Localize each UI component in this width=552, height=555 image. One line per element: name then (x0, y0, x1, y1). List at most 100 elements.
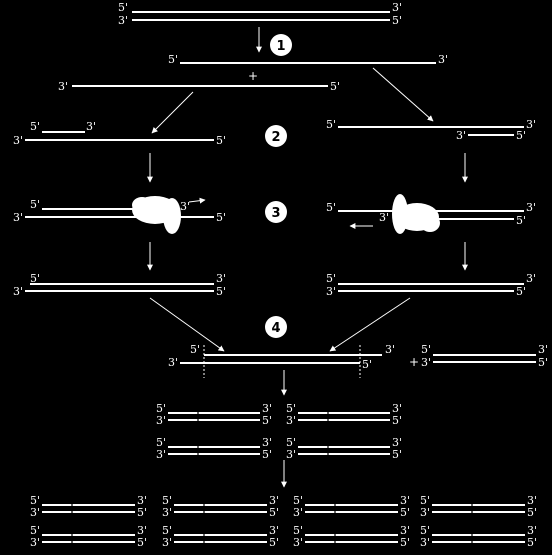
label-3prime: 3' (420, 536, 430, 549)
label-5prime: 5' (420, 524, 430, 537)
step-4-marker: 4 (265, 316, 287, 338)
denatured-strand-top: 5' 3' (168, 53, 448, 66)
label-5prime: 5' (137, 536, 147, 549)
label-5prime: 5' (262, 414, 272, 427)
arrow-diagonal (151, 91, 194, 134)
label-5prime: 5' (527, 536, 537, 549)
amplified-products-cycle-4: 5'3'3'5'5'3'3'5'5'3'3'5'5'3'3'5'5'3'3'5'… (30, 494, 537, 549)
label-3prime: 3' (421, 356, 431, 369)
label-3prime: 3' (438, 53, 448, 66)
amplified-dna-duplex: 5'3'3'5' (162, 494, 279, 519)
label-3prime: 3' (156, 414, 166, 427)
amplified-dna-duplex: 5'3'3'5' (293, 524, 410, 549)
plus-sign: + (248, 69, 258, 83)
label-5prime: 5' (156, 402, 166, 415)
label-3prime: 3' (269, 494, 279, 507)
amplified-dna-duplex: 5'3'3'5' (420, 524, 537, 549)
label-3prime: 3' (286, 414, 296, 427)
label-3prime: 3' (262, 436, 272, 449)
extension-right: 5' 3' 5' 3' (326, 194, 536, 234)
label-5prime: 5' (286, 436, 296, 449)
label-3prime: 3' (180, 200, 190, 213)
label-3prime: 3' (286, 448, 296, 461)
label-3prime: 3' (168, 356, 178, 369)
label-3prime: 3' (156, 448, 166, 461)
label-5prime: 5' (30, 120, 40, 133)
label-5prime: 5' (118, 1, 128, 14)
arrow-diagonal (372, 67, 434, 122)
label-5prime: 5' (362, 358, 372, 371)
label-5prime: 5' (30, 524, 40, 537)
label-5prime: 5' (30, 198, 40, 211)
template-dna: 5' 3' 3' 5' (118, 1, 402, 27)
label-5prime: 5' (156, 436, 166, 449)
label-5prime: 5' (162, 494, 172, 507)
label-3prime: 3' (400, 494, 410, 507)
label-5prime: 5' (400, 506, 410, 519)
label-5prime: 5' (269, 536, 279, 549)
label-5prime: 5' (516, 285, 526, 298)
label-3prime: 3' (538, 343, 548, 356)
label-3prime: 3' (30, 536, 40, 549)
label-3prime: 3' (137, 494, 147, 507)
amplified-dna-duplex: 5'3'3'5' (420, 494, 537, 519)
label-5prime: 5' (516, 129, 526, 142)
amplified-dna-duplex: 5'3'3'5' (293, 494, 410, 519)
label-5prime: 5' (392, 414, 402, 427)
label-5prime: 5' (190, 343, 200, 356)
label-3prime: 3' (262, 402, 272, 415)
amplified-dna-duplex: 5'3'3'5' (162, 524, 279, 549)
arrow-extension (188, 197, 206, 204)
product-right: 5' 3' 3' 5' (326, 272, 536, 298)
plus-sign: + (409, 355, 419, 369)
label-5prime: 5' (162, 524, 172, 537)
label-5prime: 5' (538, 356, 548, 369)
label-3prime: 3' (269, 524, 279, 537)
label-3prime: 3' (526, 118, 536, 131)
step-3-number: 3 (271, 206, 280, 221)
amplified-dna-duplex: 5'3'3'5' (286, 402, 402, 427)
label-3prime: 3' (30, 506, 40, 519)
label-5prime: 5' (527, 506, 537, 519)
product-left: 5' 3' 3' 5' (13, 272, 226, 298)
arrow-diagonal (149, 297, 225, 352)
label-5prime: 5' (392, 448, 402, 461)
step-1-number: 1 (276, 39, 285, 54)
label-3prime: 3' (385, 343, 395, 356)
label-5prime: 5' (326, 118, 336, 131)
amplified-dna-duplex: 5'3'3'5' (30, 524, 147, 549)
label-3prime: 3' (527, 494, 537, 507)
label-3prime: 3' (379, 211, 389, 224)
label-3prime: 3' (216, 272, 226, 285)
label-5prime: 5' (30, 272, 40, 285)
label-5prime: 5' (216, 211, 226, 224)
amplified-dna-duplex: 5'3'3'5' (156, 402, 272, 427)
step-3-marker: 3 (265, 201, 287, 223)
label-5prime: 5' (326, 201, 336, 214)
step-1-marker: 1 (270, 34, 292, 56)
label-3prime: 3' (392, 436, 402, 449)
dna-polymerase-blob (392, 194, 440, 234)
label-5prime: 5' (400, 536, 410, 549)
label-3prime: 3' (400, 524, 410, 537)
label-3prime: 3' (526, 272, 536, 285)
amplified-products-cycle-3: 5'3'3'5'5'3'3'5'5'3'3'5'5'3'3'5' (156, 402, 402, 461)
label-5prime: 5' (330, 80, 340, 93)
amplified-dna-duplex: 5'3'3'5' (30, 494, 147, 519)
label-5prime: 5' (286, 402, 296, 415)
label-3prime: 3' (13, 134, 23, 147)
label-5prime: 5' (326, 272, 336, 285)
amplified-dna-duplex: 5'3'3'5' (156, 436, 272, 461)
label-3prime: 3' (137, 524, 147, 537)
label-5prime: 5' (420, 494, 430, 507)
label-3prime: 3' (13, 211, 23, 224)
label-5prime: 5' (293, 494, 303, 507)
label-5prime: 5' (216, 285, 226, 298)
label-3prime: 3' (118, 14, 128, 27)
label-3prime: 3' (527, 524, 537, 537)
label-3prime: 3' (86, 120, 96, 133)
denatured-strand-bottom: 3' 5' (58, 80, 340, 93)
label-3prime: 3' (13, 285, 23, 298)
